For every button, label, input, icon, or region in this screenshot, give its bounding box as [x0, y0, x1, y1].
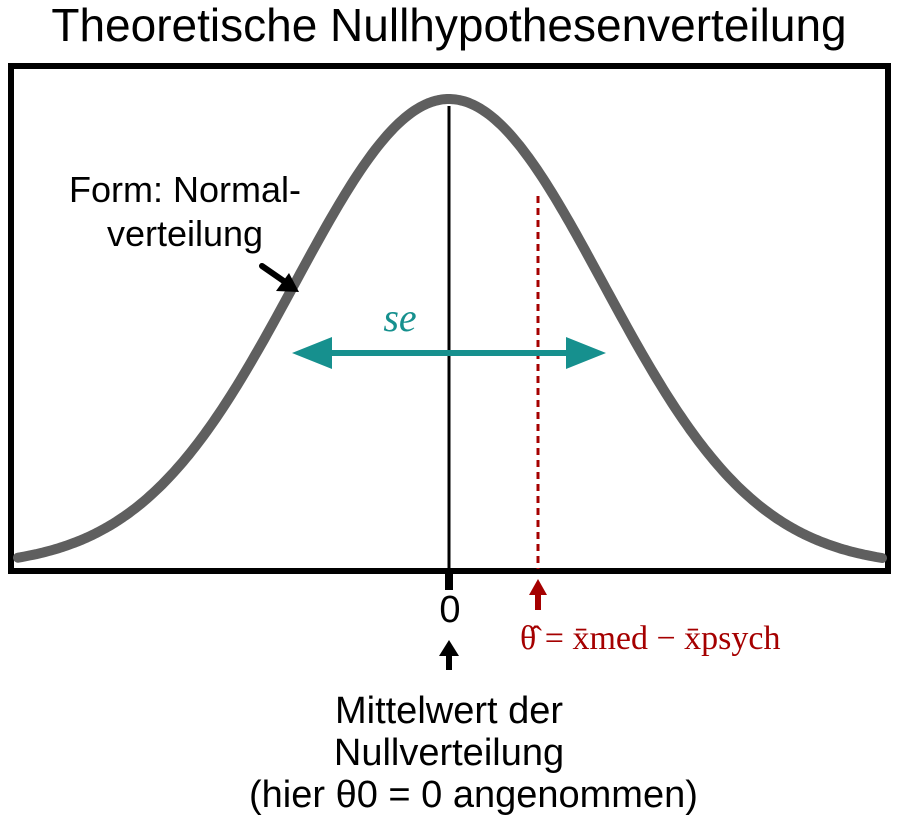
distribution-shape-note: Form: Normal- verteilung	[20, 168, 350, 256]
zero-tick-label: 0	[439, 589, 461, 631]
arrow-down-right-icon	[259, 263, 299, 292]
standard-error-label: se	[383, 295, 417, 340]
mean-note-line-3: (hier θ0 = 0 angenommen)	[249, 774, 698, 816]
mean-note-line-1: Mittelwert der	[334, 690, 564, 732]
mean-arrow-icon	[439, 640, 459, 670]
estimate-label: θ̂ = x̄med − x̄psych	[520, 620, 781, 657]
mean-note: Mittelwert der Nullverteilung (hier θ0 =…	[249, 690, 698, 816]
page-title: Theoretische Nullhypothesenverteilung	[51, 0, 847, 51]
mean-note-line-2: Nullverteilung	[333, 732, 565, 774]
se-arrow-right-head-icon	[566, 337, 606, 369]
se-arrow-left-head-icon	[292, 337, 332, 369]
distribution-shape-line-1: Form: Normal-	[69, 169, 301, 210]
estimate-arrow-icon	[529, 579, 547, 610]
normal-curve	[13, 94, 887, 563]
distribution-shape-line-2: verteilung	[106, 213, 264, 254]
